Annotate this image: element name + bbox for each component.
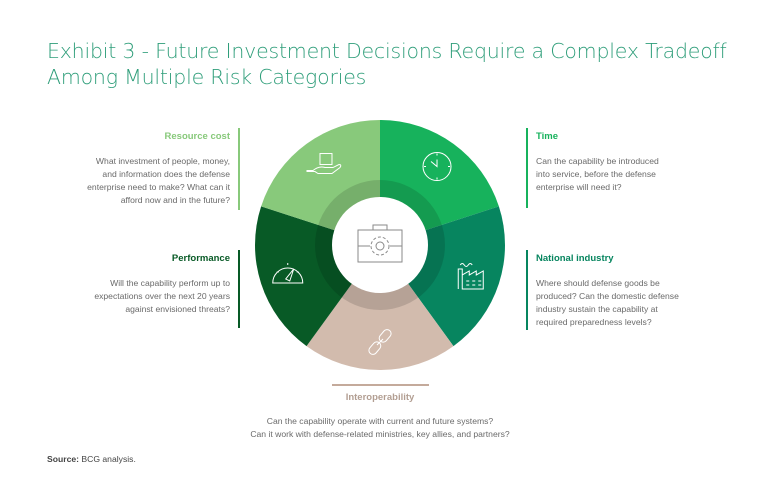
factory-icon bbox=[457, 262, 484, 290]
exhibit-title: Exhibit 3 - Future Investment Decisions … bbox=[47, 38, 727, 90]
text-line: Can the capability be introduced bbox=[536, 156, 659, 166]
risk-wheel bbox=[255, 120, 505, 370]
text-line: afford now and in the future? bbox=[120, 195, 230, 205]
toolbox-gear-icon bbox=[357, 224, 403, 263]
interoperability-heading: Interoperability bbox=[345, 392, 415, 403]
chain-link-icon bbox=[368, 329, 392, 355]
text-line: Will the capability perform up to bbox=[110, 278, 230, 288]
text-line: What investment of people, money, bbox=[95, 156, 230, 166]
text-line: Where should defense goods be bbox=[536, 278, 660, 288]
interoperability-block: Interoperability Can the capability oper… bbox=[230, 384, 530, 441]
text-line: industry sustain the capability at bbox=[536, 304, 658, 314]
center-circle bbox=[332, 197, 428, 293]
text-line: enterprise will need it? bbox=[536, 182, 622, 192]
text-line: into service, before the defense bbox=[536, 169, 656, 179]
title-line-1: Exhibit 3 - Future Investment Decisions … bbox=[47, 39, 727, 63]
source-label: Source: bbox=[47, 454, 79, 464]
national-industry-heading: National industry bbox=[536, 253, 614, 264]
title-line-2: Among Multiple Risk Categories bbox=[47, 65, 367, 89]
interop-segment bbox=[306, 245, 454, 370]
text-line: expectations over the next 20 years bbox=[94, 291, 230, 301]
text-line: against envisioned threats? bbox=[125, 304, 230, 314]
text-line: required preparedness levels? bbox=[536, 317, 652, 327]
hand-money-icon bbox=[306, 153, 342, 175]
source-text: BCG analysis. bbox=[79, 454, 136, 464]
speedometer-icon bbox=[272, 262, 304, 284]
text-line: produced? Can the domestic defense bbox=[536, 291, 679, 301]
divider bbox=[331, 384, 429, 386]
time-block: Time Can the capability be introduced in… bbox=[526, 128, 726, 208]
resource-cost-heading: Resource cost bbox=[164, 131, 230, 142]
clock-icon bbox=[422, 152, 452, 182]
text-line: Can the capability operate with current … bbox=[266, 416, 494, 426]
text-line: enterprise need to make? What can it bbox=[87, 182, 230, 192]
source-note: Source: BCG analysis. bbox=[47, 454, 136, 464]
performance-heading: Performance bbox=[171, 253, 230, 264]
resource-cost-block: Resource cost What investment of people,… bbox=[40, 128, 240, 210]
time-heading: Time bbox=[536, 131, 559, 142]
text-line: and information does the defense bbox=[102, 169, 230, 179]
national-industry-block: National industry Where should defense g… bbox=[526, 250, 736, 330]
text-line: Can it work with defense-related ministr… bbox=[250, 429, 510, 439]
performance-block: Performance Will the capability perform … bbox=[40, 250, 240, 328]
